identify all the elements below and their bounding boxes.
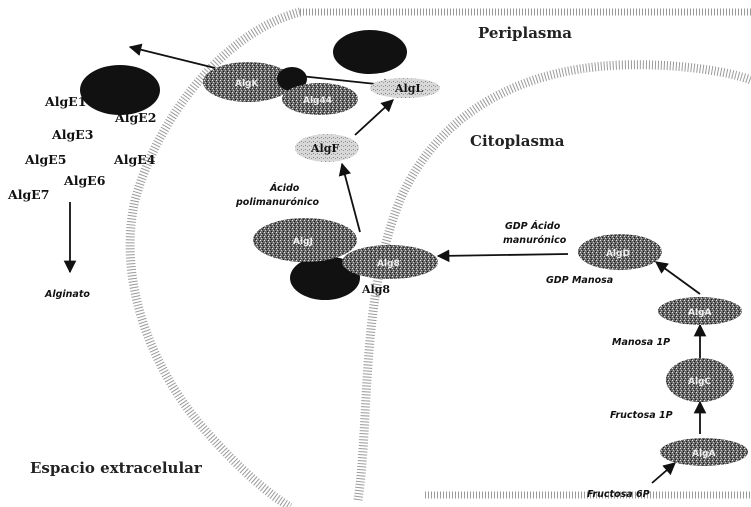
label-alge6: AlgE6	[63, 173, 106, 188]
enzyme-algl: AlgL	[370, 78, 440, 98]
label-alge7: AlgE7	[7, 187, 49, 202]
enzyme-alga1: AlgA	[658, 297, 742, 325]
label-alge1: AlgE1	[44, 94, 86, 109]
label-fructose1p: Fructosa 1P	[610, 410, 673, 421]
alge-labels: AlgE1 AlgE2 AlgE3 AlgE4 AlgE5 AlgE6 AlgE…	[7, 94, 156, 202]
label-alg8: Alg8	[361, 283, 390, 296]
enzyme-alga2: AlgA	[660, 438, 748, 466]
arrow-to-algd	[656, 262, 700, 294]
label-alge4: AlgE4	[113, 152, 156, 167]
region-periplasm: Periplasma	[478, 24, 572, 42]
label-alge2: AlgE2	[114, 110, 156, 125]
enzyme-algf: AlgF	[295, 134, 359, 162]
label-polym-1: Ácido	[269, 182, 300, 194]
arrow-algf-algl	[355, 100, 393, 135]
label-alge3: AlgE3	[51, 127, 93, 142]
region-cytoplasm: Citoplasma	[470, 132, 565, 150]
label-alginate: Alginato	[44, 289, 90, 300]
enzyme-periplasm-dark	[333, 30, 407, 74]
region-extracellular: Espacio extracelular	[30, 459, 203, 477]
enzyme-alge-dark	[80, 65, 160, 115]
svg-text:AlgA: AlgA	[692, 449, 715, 459]
svg-text:Alg44: Alg44	[303, 96, 332, 106]
label-polym-2: polimanurónico	[235, 197, 320, 208]
svg-text:AlgC: AlgC	[688, 377, 711, 387]
label-gdp-acid-2: manurónico	[503, 235, 567, 246]
arrow-to-alg8	[438, 254, 568, 256]
svg-text:AlgL: AlgL	[394, 82, 423, 95]
arrow-f6p-alga2	[652, 463, 675, 483]
enzyme-alg8: Alg8	[342, 245, 438, 279]
svg-text:AlgK: AlgK	[235, 79, 259, 89]
label-alge5: AlgE5	[24, 152, 66, 167]
svg-text:AlgD: AlgD	[606, 249, 630, 259]
label-mannose1p: Manosa 1P	[612, 337, 670, 348]
enzyme-algj: AlgJ	[253, 218, 357, 262]
enzyme-algd: AlgD	[578, 234, 662, 270]
svg-text:AlgA: AlgA	[688, 308, 711, 318]
enzyme-alg44: Alg44	[282, 83, 358, 115]
arrow-polym-algf	[342, 164, 360, 232]
arrow-export	[130, 47, 215, 68]
svg-text:Alg8: Alg8	[377, 259, 400, 269]
label-fructose6p: Fructosa 6P	[587, 489, 650, 500]
svg-text:AlgJ: AlgJ	[293, 237, 313, 247]
label-gdp-acid-1: GDP Ácido	[505, 220, 561, 232]
label-gdp-mannose: GDP Manosa	[546, 275, 613, 286]
enzyme-algc: AlgC	[666, 358, 734, 402]
svg-text:AlgF: AlgF	[310, 142, 339, 155]
